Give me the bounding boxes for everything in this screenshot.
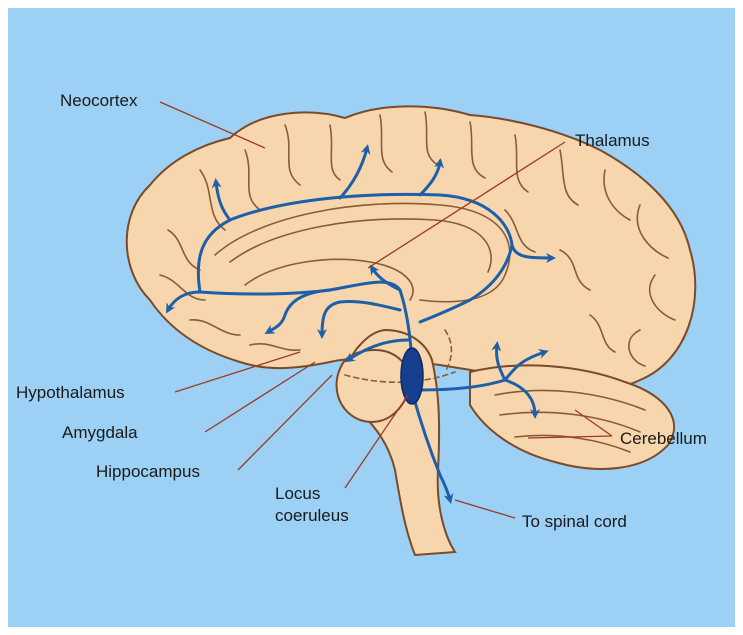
label-spinal-cord: To spinal cord	[522, 512, 627, 531]
label-neocortex: Neocortex	[60, 91, 138, 110]
label-hippocampus: Hippocampus	[96, 462, 200, 481]
label-hypothalamus: Hypothalamus	[16, 383, 125, 402]
locus-coeruleus-nucleus	[401, 348, 423, 404]
label-locus-line2: coeruleus	[275, 506, 349, 525]
label-cerebellum: Cerebellum	[620, 429, 707, 448]
label-amygdala: Amygdala	[62, 423, 138, 442]
label-locus-line1: Locus	[275, 484, 320, 503]
label-thalamus: Thalamus	[575, 131, 650, 150]
